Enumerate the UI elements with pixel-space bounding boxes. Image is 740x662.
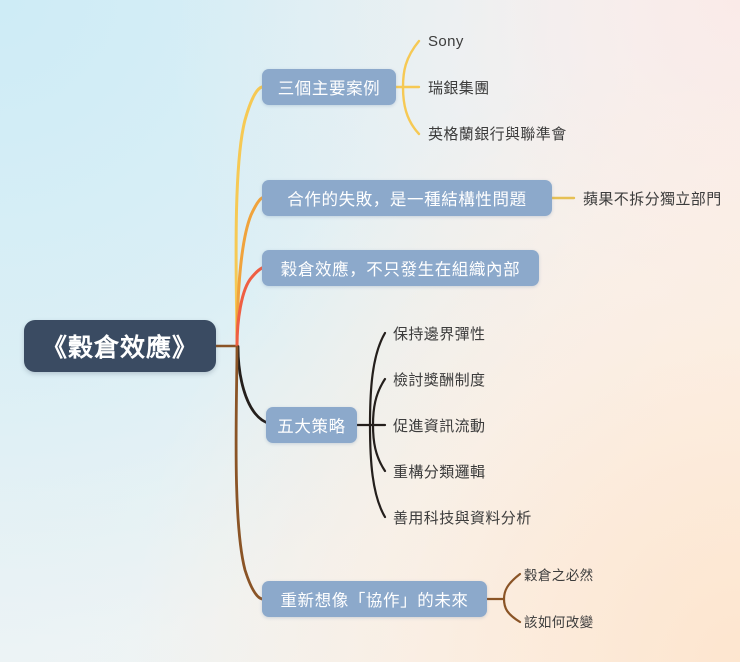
branch-node-3-label: 穀倉效應，不只發生在組織內部 <box>280 261 521 279</box>
leaf-node-1-3[interactable]: 英格蘭銀行與聯準會 <box>428 121 628 145</box>
leaf-node-4-3-label: 促進資訊流動 <box>393 417 486 435</box>
branch-node-5-label: 重新想像「協作」的未來 <box>280 592 469 610</box>
leaf-node-4-5-label: 善用科技與資料分析 <box>393 509 532 527</box>
leaf-node-4-4-label: 重構分類邏輯 <box>393 463 486 481</box>
leaf-node-1-2-label: 瑞銀集團 <box>428 79 490 97</box>
trunk-connector-branch-5 <box>234 345 264 601</box>
branch-node-2-label: 合作的失敗，是一種結構性問題 <box>287 191 527 209</box>
leaf-node-4-5[interactable]: 善用科技與資料分析 <box>393 505 603 529</box>
branch-node-4[interactable]: 五大策略 <box>266 407 357 443</box>
leaf-node-5-1[interactable]: 穀倉之必然 <box>524 563 684 585</box>
branch-node-3[interactable]: 穀倉效應，不只發生在組織內部 <box>262 250 539 286</box>
leaf-node-5-1-label: 穀倉之必然 <box>524 568 594 583</box>
leaf-node-4-1[interactable]: 保持邊界彈性 <box>393 321 573 345</box>
leaf-node-1-1[interactable]: Sony <box>428 29 608 53</box>
leaf-node-1-1-label: Sony <box>428 32 464 50</box>
leaf-spine-branch-5 <box>502 572 522 624</box>
leaf-node-5-2[interactable]: 該如何改變 <box>524 610 684 632</box>
branch-node-1[interactable]: 三個主要案例 <box>262 69 396 105</box>
branch-node-1-label: 三個主要案例 <box>277 80 381 98</box>
branch-node-4-label: 五大策略 <box>277 418 346 436</box>
leaf-node-4-1-label: 保持邊界彈性 <box>393 325 486 343</box>
branch-node-5[interactable]: 重新想像「協作」的未來 <box>262 581 487 617</box>
leaf-node-1-3-label: 英格蘭銀行與聯準會 <box>428 125 567 143</box>
leaf-node-4-2[interactable]: 檢討獎酬制度 <box>393 367 573 391</box>
leaf-node-2-1-label: 蘋果不拆分獨立部門 <box>583 190 722 208</box>
root-node-label: 《穀倉效應》 <box>41 334 198 362</box>
leaf-node-4-3[interactable]: 促進資訊流動 <box>393 413 573 437</box>
leaf-node-4-4[interactable]: 重構分類邏輯 <box>393 459 573 483</box>
leaf-node-1-2[interactable]: 瑞銀集團 <box>428 75 608 99</box>
trunk-connector-branch-3 <box>235 266 264 348</box>
branch-node-2[interactable]: 合作的失敗，是一種結構性問題 <box>262 180 552 216</box>
leaf-node-4-2-label: 檢討獎酬制度 <box>393 371 486 389</box>
leaf-node-5-2-label: 該如何改變 <box>524 615 594 630</box>
trunk-connector-branch-2 <box>235 196 264 348</box>
root-node[interactable]: 《穀倉效應》 <box>24 320 216 372</box>
leaf-node-2-1[interactable]: 蘋果不拆分獨立部門 <box>583 186 740 210</box>
